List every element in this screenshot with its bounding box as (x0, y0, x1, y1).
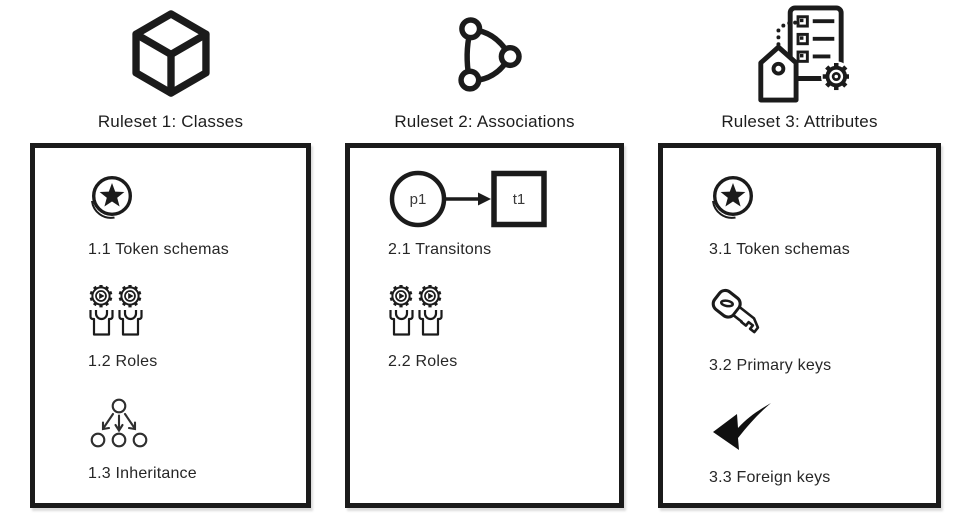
item-label: 3.1 Token schemas (709, 241, 850, 258)
curved-arrow-icon (709, 400, 936, 454)
petri-net-icon: p1 t1 (388, 170, 619, 228)
list-item: 3.1 Token schemas (709, 172, 936, 260)
ruleset-3-column: Ruleset 3: Attributes 3.1 Token schemas (658, 0, 941, 532)
token-coin-icon (709, 172, 936, 226)
roles-icon (88, 284, 306, 338)
item-label: 1.3 Inheritance (88, 465, 197, 482)
network-icon (345, 0, 624, 107)
ruleset-2-title: Ruleset 2: Associations (394, 112, 575, 131)
ruleset-1-box: 1.1 Token schemas (30, 143, 311, 508)
place-label: p1 (410, 191, 427, 208)
attributes-icon (658, 0, 941, 107)
list-item: 3.3 Foreign keys (709, 400, 936, 488)
item-label: 1.1 Token schemas (88, 241, 229, 258)
ruleset-1-title: Ruleset 1: Classes (97, 112, 244, 131)
ruleset-2-box: p1 t1 2.1 Transitons (345, 143, 624, 508)
ruleset-2-column: Ruleset 2: Associations p1 t1 2.1 Transi… (345, 0, 624, 532)
item-label: 3.2 Primary keys (709, 357, 832, 374)
list-item: 2.2 Roles (388, 284, 619, 372)
ruleset-1-column: Ruleset 1: Classes 1.1 Token schemas (30, 0, 311, 532)
list-item: 1.1 Token schemas (88, 172, 306, 260)
ruleset-3-box: 3.1 Token schemas 3.2 Primary keys (658, 143, 941, 508)
list-item: 1.2 Roles (88, 284, 306, 372)
item-label: 2.2 Roles (388, 353, 458, 370)
item-label: 2.1 Transitons (388, 241, 492, 258)
list-item: 3.2 Primary keys (709, 284, 936, 376)
list-item: 1.3 Inheritance (88, 396, 306, 484)
roles-icon (388, 284, 619, 338)
token-coin-icon (88, 172, 306, 226)
ruleset-3-title: Ruleset 3: Attributes (721, 112, 878, 131)
transition-label: t1 (513, 191, 526, 208)
list-item: p1 t1 2.1 Transitons (388, 170, 619, 260)
item-label: 1.2 Roles (88, 353, 158, 370)
inheritance-icon (88, 396, 306, 450)
key-icon (709, 284, 936, 342)
cube-icon (30, 0, 311, 107)
item-label: 3.3 Foreign keys (709, 469, 831, 486)
